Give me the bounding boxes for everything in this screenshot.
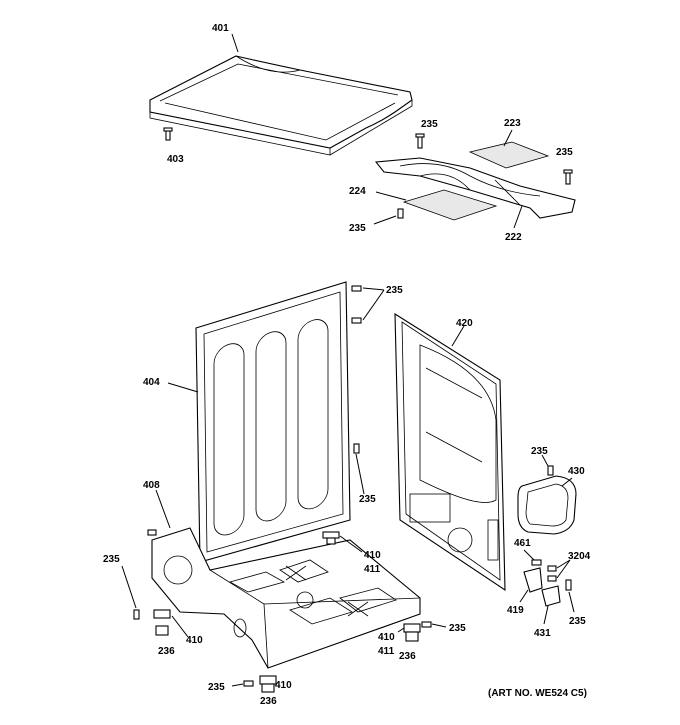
hinge-431 — [541, 579, 572, 607]
leader-408 — [155, 489, 171, 529]
leader-235-c — [373, 215, 397, 225]
foot-410-d — [243, 675, 277, 693]
label-235-h: 235 — [208, 682, 225, 693]
leader-3204-b — [556, 559, 571, 579]
label-222: 222 — [505, 232, 522, 243]
leader-431 — [543, 605, 549, 625]
leader-410-a — [339, 535, 363, 553]
leader-235-f — [121, 565, 137, 609]
label-408: 408 — [143, 480, 160, 491]
leader-420 — [451, 325, 465, 347]
leader-410-b — [171, 615, 189, 638]
label-235-b: 235 — [556, 147, 573, 158]
leader-404 — [167, 382, 199, 393]
leader-223 — [503, 129, 513, 147]
rear-panel-part — [195, 281, 351, 563]
label-411-b: 411 — [378, 646, 395, 657]
label-236-b: 236 — [399, 651, 416, 662]
leader-235-i — [541, 454, 549, 467]
panel-223 — [468, 141, 550, 169]
label-410-d: 410 — [275, 680, 292, 691]
leader-3204-a — [556, 559, 571, 569]
leader-410-c — [397, 627, 405, 633]
label-235-g: 235 — [449, 623, 466, 634]
leader-461 — [523, 549, 535, 561]
screw-403 — [163, 127, 173, 141]
panel-224 — [402, 189, 498, 221]
art-number: (ART NO. WE524 C5) — [488, 688, 587, 699]
leader-235-h — [231, 683, 244, 687]
leader-235-g — [431, 623, 447, 628]
label-235-i: 235 — [531, 446, 548, 457]
leader-222 — [513, 205, 523, 229]
label-235-c: 235 — [349, 223, 366, 234]
front-panel-part — [394, 312, 506, 592]
screw-3204 — [547, 565, 557, 582]
leader-401 — [231, 33, 239, 53]
screw-235-b — [563, 169, 573, 185]
label-236-c: 236 — [260, 696, 277, 707]
screw-235-e — [353, 443, 360, 454]
label-236-a: 236 — [158, 646, 175, 657]
leader-235-d1 — [362, 287, 385, 291]
base-assembly-part — [151, 527, 421, 669]
label-223: 223 — [504, 118, 521, 129]
label-410-c: 410 — [378, 632, 395, 643]
label-410-b: 410 — [186, 635, 203, 646]
label-461: 461 — [514, 538, 531, 549]
leader-224 — [375, 191, 407, 201]
foot-410-c — [403, 623, 421, 642]
label-401: 401 — [212, 23, 229, 34]
label-404: 404 — [143, 377, 160, 388]
label-235-j: 235 — [569, 616, 586, 627]
leader-235-d2 — [362, 289, 385, 321]
label-235-e: 235 — [359, 494, 376, 505]
label-235-d: 235 — [386, 285, 403, 296]
screw-235-i — [547, 465, 554, 476]
leader-235-j — [568, 591, 575, 613]
label-419: 419 — [507, 605, 524, 616]
screw-235-a — [415, 133, 425, 149]
label-403: 403 — [167, 154, 184, 165]
top-cover-part — [149, 55, 413, 156]
hinge-419 — [523, 559, 543, 593]
top-bracket-part — [374, 157, 576, 219]
label-3204: 3204 — [568, 551, 591, 562]
bracket-430 — [517, 475, 577, 535]
screw-235-d — [351, 285, 362, 324]
label-420: 420 — [456, 318, 473, 329]
screw-235-g — [421, 621, 432, 628]
screw-235-f — [133, 529, 157, 620]
label-235-a: 235 — [421, 119, 438, 130]
foot-410-b — [153, 609, 171, 636]
label-430: 430 — [568, 466, 585, 477]
label-224: 224 — [349, 186, 366, 197]
label-235-f: 235 — [103, 554, 120, 565]
label-411-a: 411 — [364, 564, 381, 575]
label-410-a: 410 — [364, 550, 381, 561]
label-431: 431 — [534, 628, 551, 639]
screw-235-c — [397, 208, 404, 219]
leader-419 — [519, 589, 529, 603]
leader-430 — [561, 477, 573, 487]
foot-410-a — [322, 531, 340, 545]
leader-235-e — [355, 453, 365, 495]
